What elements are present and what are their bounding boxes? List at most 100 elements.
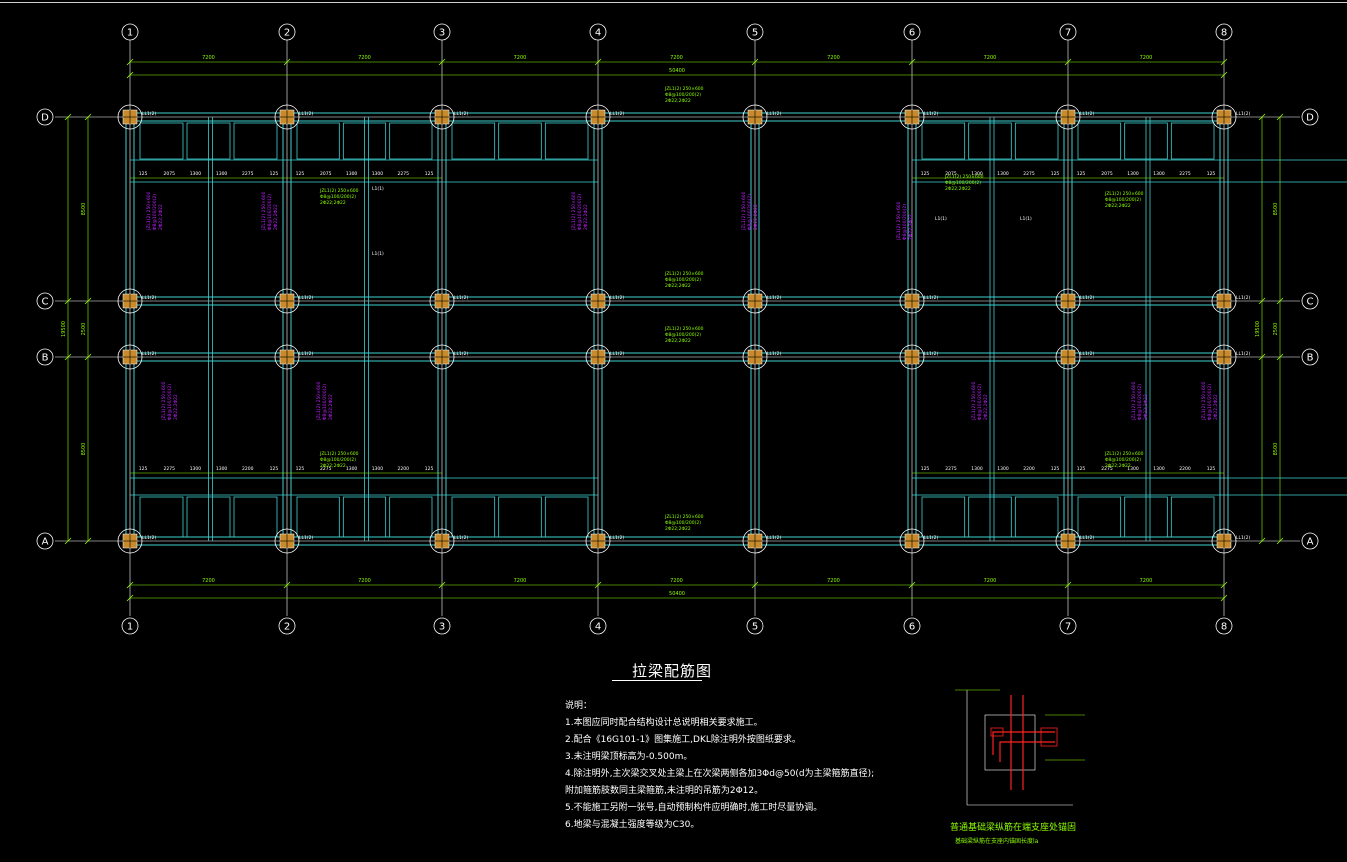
beam-tag: LL1(2)	[610, 111, 624, 117]
rebar-annotation: Φ8@100/200(2)	[320, 194, 356, 200]
beam-tag: LL1(2)	[299, 295, 313, 301]
column-outline	[117, 528, 143, 554]
room-dimension-text: 2075	[1101, 171, 1113, 177]
beam-tag: LL1(2)	[454, 111, 468, 117]
beam-tag: LL1(2)	[142, 295, 156, 301]
rebar-annotation: 2Φ22;2Φ22	[583, 204, 589, 230]
room-dimension-text: 1300	[216, 466, 228, 472]
rebar-annotation: Φ8@100/200(2)	[1207, 384, 1213, 420]
rebar-annotation: JZL1(2) 250×600	[664, 326, 704, 332]
column-outline	[585, 288, 611, 314]
rebar-annotation: JZL1(2) 250×600	[316, 381, 322, 421]
partition-box	[139, 496, 184, 538]
dimension-tick	[438, 58, 446, 66]
axis-label: C	[42, 297, 49, 308]
rebar-annotation: Φ8@100/200(2)	[152, 194, 158, 230]
column-outline	[742, 104, 768, 130]
room-dimension-text: 125	[270, 171, 279, 177]
column-outline	[1211, 344, 1237, 370]
dimension-tick	[751, 58, 759, 66]
rebar-annotation: 2Φ22;2Φ22	[1213, 394, 1219, 420]
dimension-text: 7200	[984, 55, 997, 61]
room-dimension-text: 125	[296, 466, 305, 472]
dimension-tick	[84, 537, 92, 545]
rebar-annotation: JZL1(2) 250×600	[664, 271, 704, 277]
room-dimension-text: 125	[1207, 466, 1216, 472]
dimension-text: 50400	[669, 68, 685, 74]
partition-box	[389, 496, 433, 538]
dimension-text: 7200	[827, 55, 840, 61]
column-outline	[742, 288, 768, 314]
note-line: 6.地梁与混凝土强度等级为C30。	[565, 820, 700, 830]
dimension-tick	[908, 58, 916, 66]
room-dimension-text: 2200	[242, 466, 254, 472]
axis-bubble	[1301, 532, 1319, 550]
rebar-annotation: Φ8@100/200(2)	[665, 332, 701, 338]
rebar-annotation: JZL1(2) 250×600	[944, 174, 984, 180]
rebar-annotation: Φ8@100/200(2)	[320, 457, 356, 463]
rebar-annotation: 2Φ22;2Φ22	[665, 526, 691, 532]
axis-label: 7	[1065, 28, 1071, 39]
partition-box	[968, 122, 1012, 160]
dimension-tick	[84, 113, 92, 121]
room-dimension-text: 2200	[398, 466, 410, 472]
rebar-annotation: Φ8@100/200(2)	[665, 92, 701, 98]
axis-bubble	[1301, 292, 1319, 310]
axis-bubble	[36, 108, 54, 126]
axis-label: B	[42, 353, 49, 364]
dimension-text: 7200	[202, 55, 215, 61]
partition-box	[296, 496, 340, 538]
partition-box	[186, 496, 231, 538]
room-dimension-text: 1300	[216, 171, 228, 177]
dimension-tick	[64, 353, 72, 361]
axis-label: C	[1307, 297, 1314, 308]
axis-label: A	[42, 537, 49, 548]
axis-label: 2	[284, 622, 290, 633]
room-dimension-text: 2275	[1023, 171, 1035, 177]
rebar-annotation: 2Φ22;2Φ22	[908, 214, 914, 240]
room-dimension-text: 2275	[398, 171, 410, 177]
partition-box	[921, 122, 966, 160]
beam-tag: LL1(2)	[1236, 351, 1250, 357]
beam-tag: LL1(2)	[454, 535, 468, 541]
detail-stirrup	[1040, 727, 1058, 747]
dimension-text: 19500	[1255, 321, 1261, 337]
column-outline	[274, 528, 300, 554]
axis-label: D	[41, 113, 49, 124]
axis-label: 6	[909, 622, 915, 633]
room-dimension-text: 1300	[1153, 466, 1165, 472]
partition-box	[186, 122, 231, 160]
room-dimension-text: 2200	[1023, 466, 1035, 472]
partition-box	[233, 496, 278, 538]
beam-tag: LL1(2)	[1236, 295, 1250, 301]
dimension-text: 8500	[1273, 443, 1279, 456]
dimension-tick	[126, 71, 134, 79]
beam-tag: LL1(2)	[1080, 111, 1094, 117]
dimension-tick	[908, 581, 916, 589]
dimension-tick	[126, 594, 134, 602]
room-dimension-text: 125	[139, 466, 148, 472]
beam-tag: LL1(2)	[924, 535, 938, 541]
rebar-annotation: 2Φ22;2Φ22	[665, 98, 691, 104]
beam-tag: LL1(2)	[610, 295, 624, 301]
axis-bubble	[589, 617, 607, 635]
rebar-annotation: 2Φ22;2Φ22	[753, 204, 759, 230]
rebar-annotation: 2Φ22;2Φ22	[328, 394, 334, 420]
rebar-annotation: 2Φ22;2Φ22	[983, 394, 989, 420]
axis-bubble	[121, 23, 139, 41]
detail-stirrup	[990, 727, 1004, 737]
beam-tag: LL1(2)	[924, 295, 938, 301]
column-outline	[1055, 344, 1081, 370]
column-outline	[585, 104, 611, 130]
rebar-annotation: JZL1(2) 250×600	[146, 191, 152, 231]
dimension-text: 7200	[827, 578, 840, 584]
title-underline	[612, 680, 702, 681]
room-dimension-text: 1300	[971, 466, 983, 472]
rebar-annotation: 2Φ22;2Φ22	[320, 463, 346, 469]
column-outline	[899, 528, 925, 554]
dimension-text: 50400	[669, 591, 685, 597]
dimension-text: 19500	[61, 321, 67, 337]
rebar-annotation: JZL1(2) 250×600	[741, 191, 747, 231]
dimension-tick	[594, 58, 602, 66]
dimension-tick	[1258, 297, 1266, 305]
